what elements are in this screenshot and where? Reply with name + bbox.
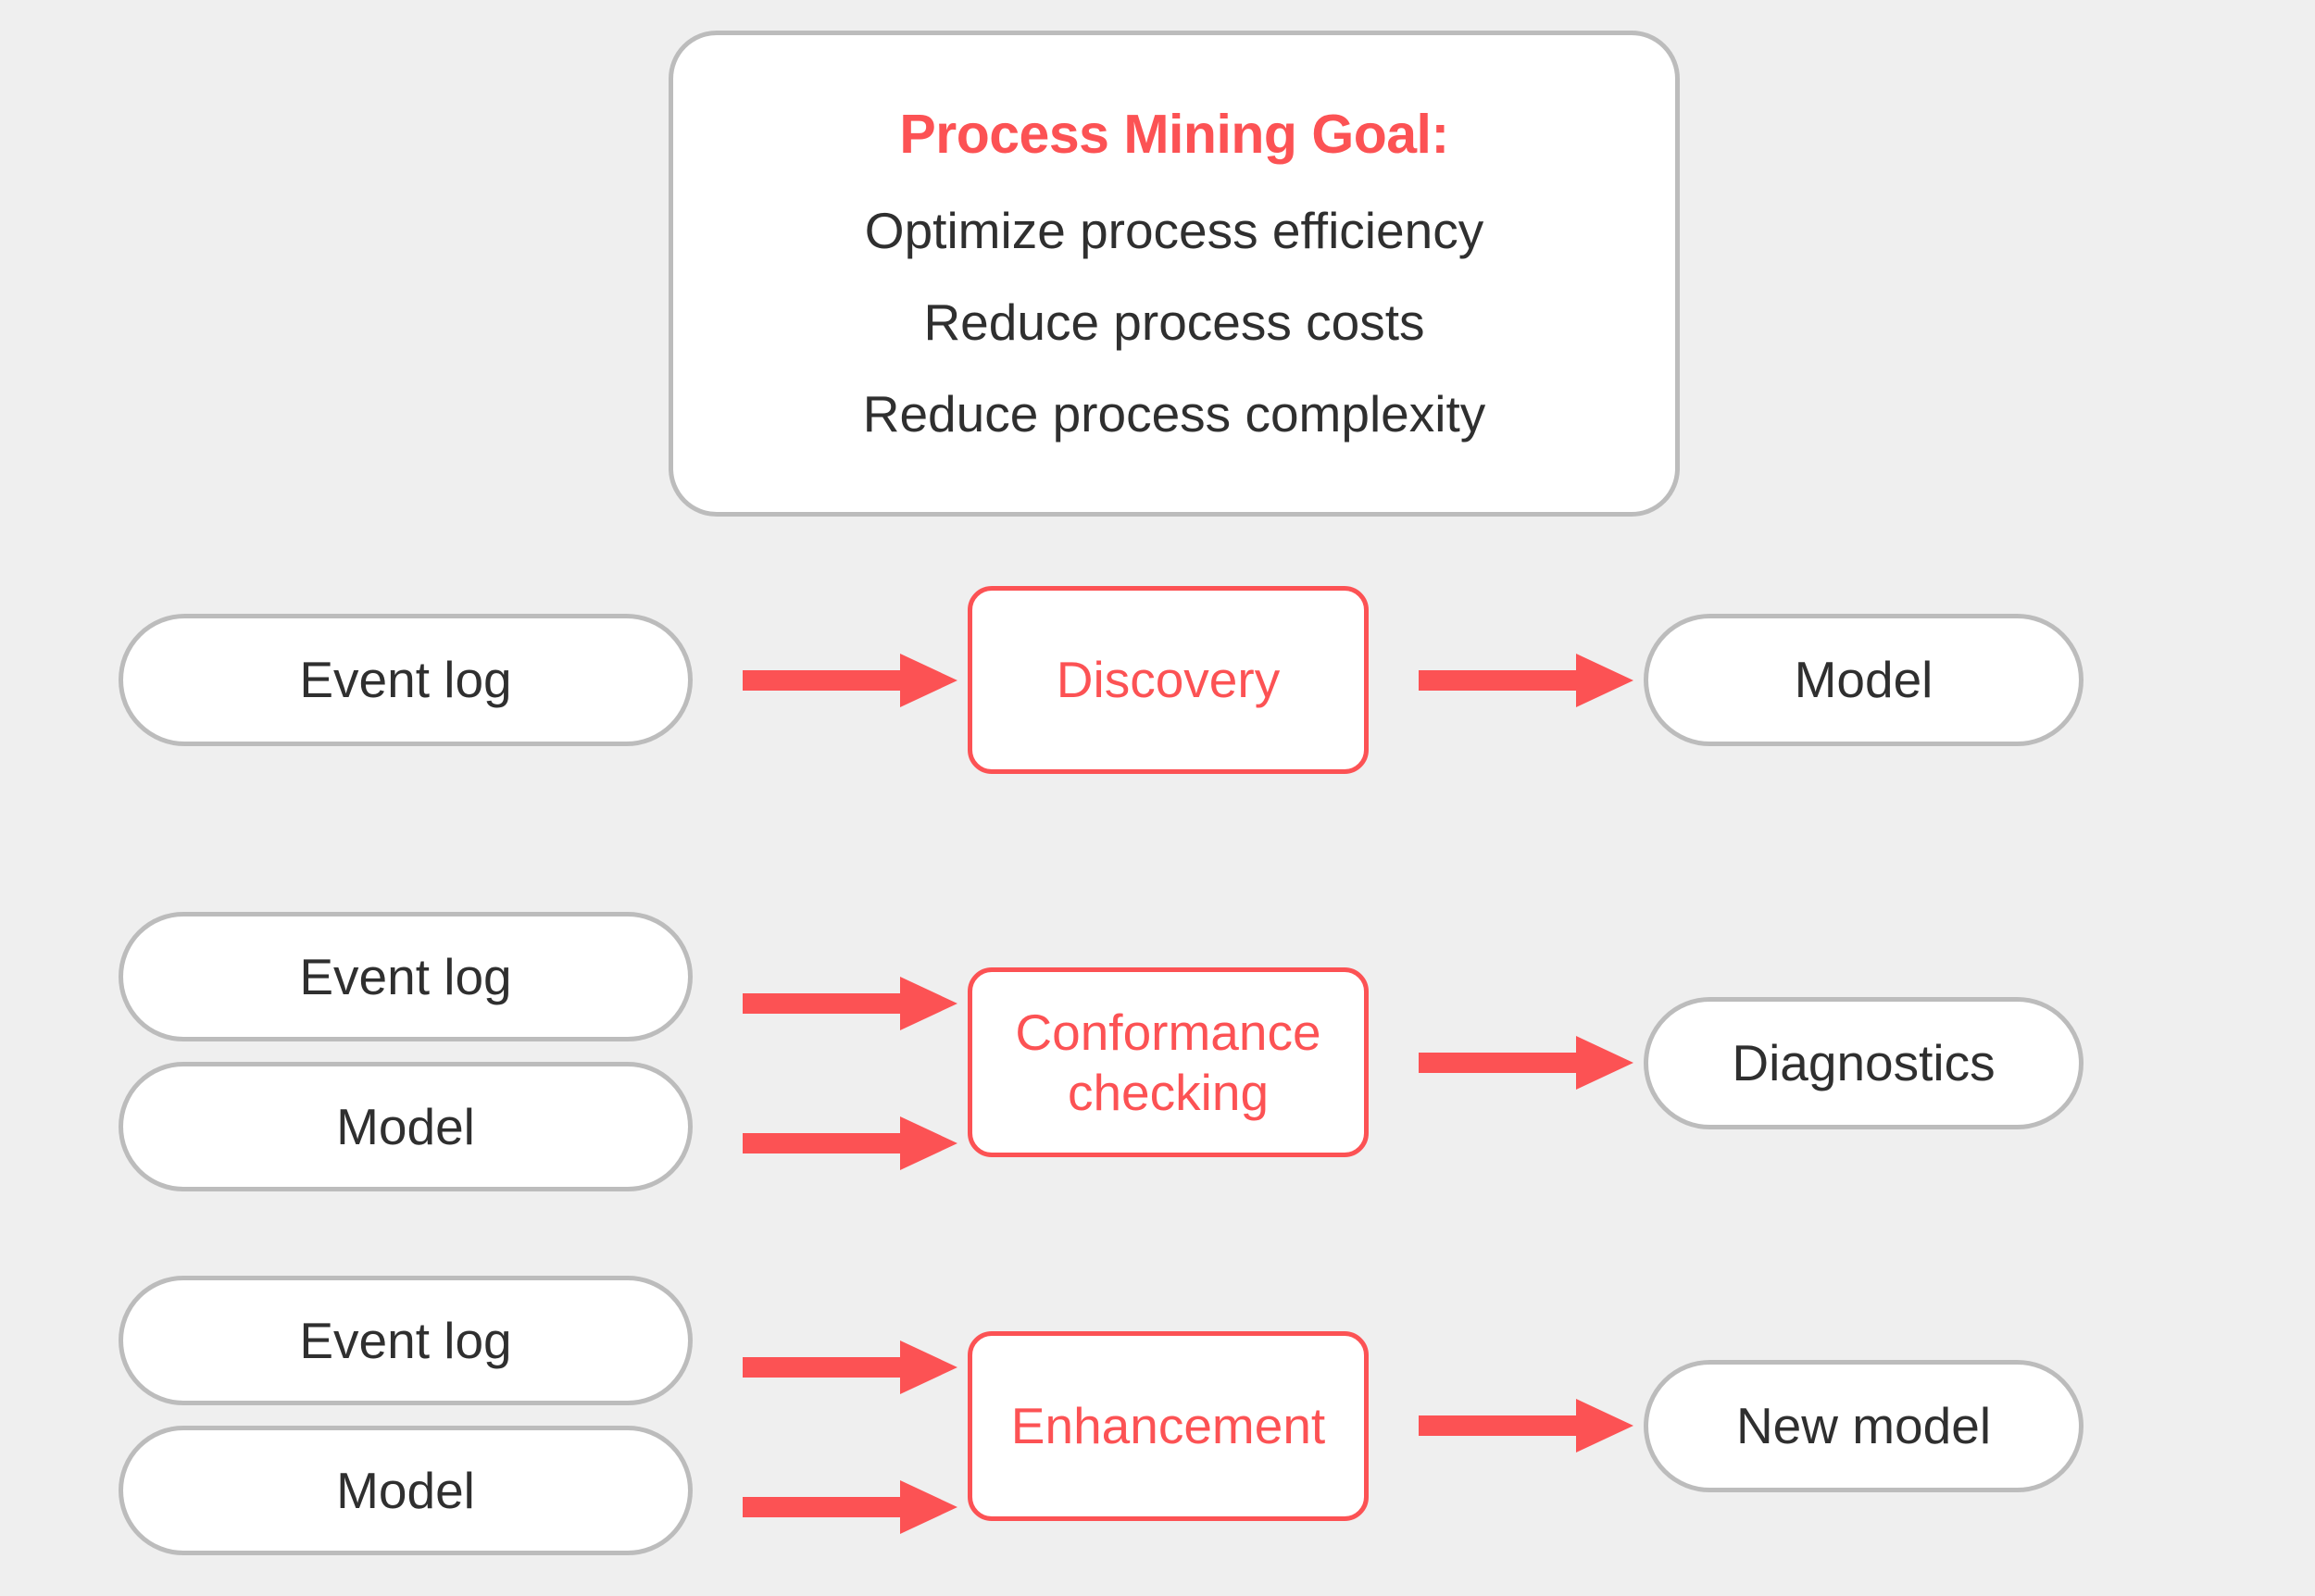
input-pill-event-log-row1[interactable]: Event log [119, 614, 693, 746]
arrow-right-icon-row2-out1 [1419, 1036, 1633, 1090]
process-mining-goal-card: Process Mining Goal: Optimize process ef… [669, 31, 1680, 517]
goal-card-title: Process Mining Goal: [899, 104, 1449, 165]
activity-box-discovery[interactable]: Discovery [968, 586, 1369, 774]
input-pill-event-log-row2[interactable]: Event log [119, 912, 693, 1041]
pill-label: Event log [299, 651, 512, 708]
activity-label: Discovery [1056, 651, 1281, 709]
activity-label: Enhancement [1010, 1397, 1326, 1455]
pill-label: Model [1794, 651, 1933, 708]
input-pill-model-row3[interactable]: Model [119, 1426, 693, 1555]
pill-label: Diagnostics [1732, 1034, 1996, 1091]
arrow-right-icon-row3-in2 [743, 1480, 957, 1534]
input-pill-event-log-row3[interactable]: Event log [119, 1276, 693, 1405]
goal-card-line-3: Reduce process complexity [862, 385, 1486, 443]
goal-card-line-2: Reduce process costs [923, 293, 1425, 351]
activity-label: Conformance checking [1015, 1003, 1321, 1121]
pill-label: Event log [299, 947, 512, 1005]
goal-card-line-1: Optimize process efficiency [864, 202, 1484, 259]
output-pill-model-row1[interactable]: Model [1644, 614, 2084, 746]
activity-box-conformance-checking[interactable]: Conformance checking [968, 967, 1369, 1157]
arrow-right-icon-row2-in1 [743, 977, 957, 1030]
arrow-right-icon-row2-in2 [743, 1116, 957, 1170]
input-pill-model-row2[interactable]: Model [119, 1062, 693, 1191]
activity-box-enhancement[interactable]: Enhancement [968, 1331, 1369, 1521]
pill-label: Event log [299, 1311, 512, 1369]
pill-label: Model [336, 1461, 475, 1519]
output-pill-new-model-row3[interactable]: New model [1644, 1360, 2084, 1492]
arrow-right-icon-row3-out1 [1419, 1399, 1633, 1453]
pill-label: Model [336, 1097, 475, 1155]
pill-label: New model [1735, 1397, 1992, 1454]
arrow-right-icon-row3-in1 [743, 1340, 957, 1394]
output-pill-diagnostics-row2[interactable]: Diagnostics [1644, 997, 2084, 1129]
arrow-right-icon-row1-in1 [743, 654, 957, 707]
arrow-right-icon-row1-out1 [1419, 654, 1633, 707]
